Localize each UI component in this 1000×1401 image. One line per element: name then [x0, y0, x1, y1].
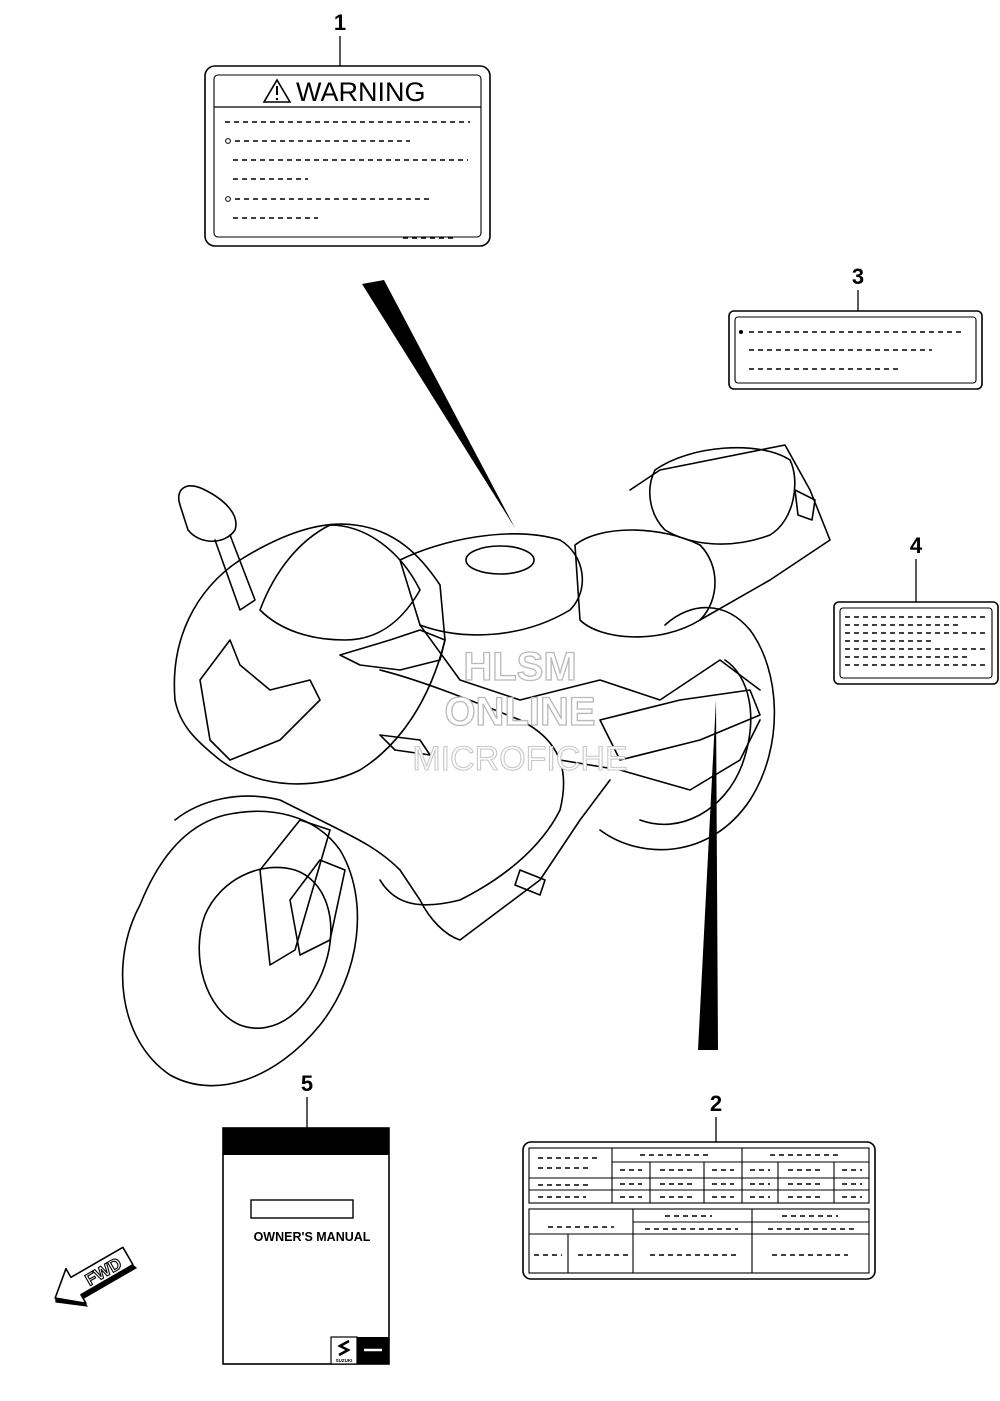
front-tire	[121, 810, 359, 1087]
exhaust	[599, 689, 761, 761]
motorcycle-illustration	[121, 444, 831, 1087]
footpeg-pillion	[514, 869, 546, 896]
pillion-seat	[649, 446, 796, 545]
callout-number-1: 1	[334, 10, 346, 35]
rear-rim	[639, 659, 752, 826]
forward-arrow-icon: FWD	[54, 1246, 138, 1307]
lower-table-text	[534, 1215, 858, 1256]
watermark-line-2: ONLINE	[444, 690, 595, 734]
label-3-text-lines	[739, 330, 962, 370]
label-4[interactable]: 4	[833, 533, 999, 685]
front-fairing	[173, 523, 446, 785]
handlebar	[339, 629, 446, 671]
leader-2	[698, 700, 718, 1050]
frame	[419, 624, 761, 701]
tail-section	[629, 444, 831, 621]
callout-number-2: 2	[710, 1091, 722, 1116]
warning-triangle-icon	[262, 78, 292, 103]
headlight	[199, 639, 321, 761]
watermark: HLSM ONLINE MICROFICHE	[412, 644, 628, 778]
footpeg-rider	[379, 734, 431, 756]
manual-header-bar	[223, 1128, 389, 1155]
fork-lower	[289, 859, 346, 956]
lower-cowl	[379, 669, 565, 906]
label-1-warning[interactable]: 1 WARNING	[204, 10, 491, 247]
side-fairing	[174, 779, 611, 941]
watermark-line-3: MICROFICHE	[412, 740, 627, 778]
watermark-line-1: HLSM	[463, 645, 576, 689]
rider-seat	[574, 529, 716, 638]
mirror-stem	[214, 534, 256, 611]
warning-title: WARNING	[296, 77, 426, 107]
fuel-tank	[399, 533, 584, 636]
swingarm	[559, 719, 761, 791]
callout-number-3: 3	[852, 264, 864, 289]
tail-light	[794, 489, 816, 521]
suzuki-s-logo-icon: SUZUKI	[330, 1336, 358, 1365]
callout-number-5: 5	[301, 1071, 313, 1096]
rear-tire	[599, 606, 776, 851]
upper-table-text	[538, 1154, 862, 1198]
warning-text-lines	[225, 121, 470, 239]
brand-mark-text: SUZUKI	[336, 1358, 353, 1363]
manual-title-box	[250, 1199, 354, 1219]
fuel-cap	[465, 545, 535, 575]
manual-title: OWNER'S MANUAL	[254, 1230, 371, 1244]
label-4-text-lines	[845, 616, 985, 666]
callout-number-4: 4	[910, 533, 923, 558]
front-rim	[198, 866, 332, 1029]
label-3[interactable]: 3	[728, 264, 983, 390]
label-5-owners-manual[interactable]: 5 OWNER'S MANUAL SUZUKI	[222, 1071, 390, 1365]
label-2-spec-table[interactable]: 2	[522, 1091, 876, 1280]
windscreen	[259, 524, 421, 641]
mirror	[178, 485, 237, 543]
leader-1	[362, 280, 515, 528]
front-fork	[259, 819, 331, 966]
